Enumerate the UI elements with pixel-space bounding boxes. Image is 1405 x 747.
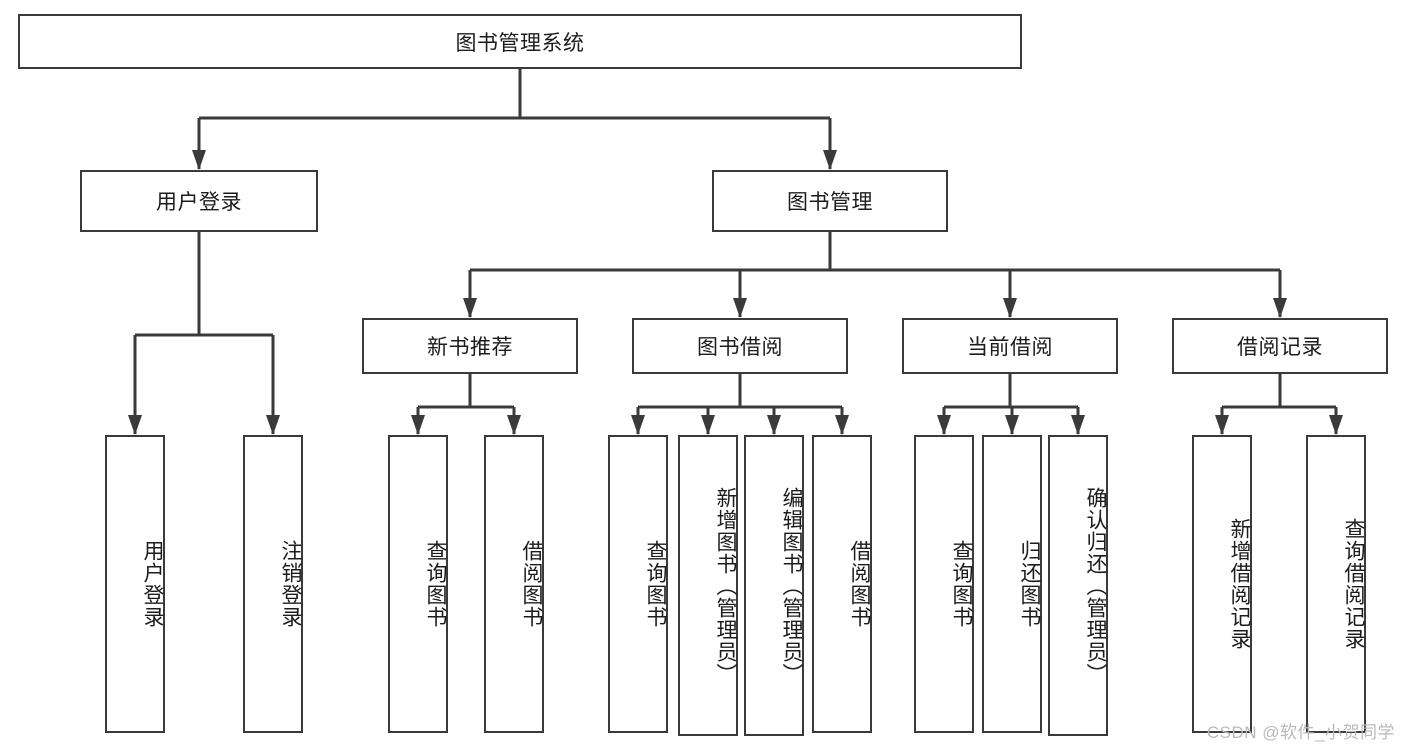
arrowhead	[266, 415, 280, 435]
node-label: 借阅图书	[848, 540, 871, 628]
arrowhead	[463, 298, 477, 318]
arrowhead	[1071, 415, 1085, 435]
node-label: 新增借阅记录	[1228, 518, 1251, 650]
node-label: 用户登录	[141, 540, 164, 628]
node-label: 新增图书（管理员）	[714, 486, 737, 685]
node-b2[interactable]: 新增图书（管理员）	[678, 435, 738, 736]
node-n2[interactable]: 借阅图书	[484, 435, 544, 733]
arrowhead	[733, 298, 747, 318]
node-c1[interactable]: 查询图书	[914, 435, 974, 733]
arrowhead	[631, 415, 645, 435]
node-label: 用户登录	[156, 191, 242, 214]
node-l2[interactable]: 注销登录	[243, 435, 303, 733]
arrowhead	[823, 150, 837, 170]
node-n1[interactable]: 查询图书	[388, 435, 448, 733]
arrowhead	[1273, 298, 1287, 318]
node-b3[interactable]: 编辑图书（管理员）	[744, 435, 804, 736]
node-c3[interactable]: 确认归还（管理员）	[1048, 435, 1108, 736]
node-r2[interactable]: 查询借阅记录	[1306, 435, 1366, 733]
node-label: 查询图书	[644, 540, 667, 628]
node-label: 编辑图书（管理员）	[780, 486, 803, 685]
arrowhead	[767, 415, 781, 435]
arrowhead	[1003, 298, 1017, 318]
node-label: 确认归还（管理员）	[1084, 486, 1107, 685]
node-b4[interactable]: 借阅图书	[812, 435, 872, 733]
node-borrow[interactable]: 图书借阅	[632, 318, 848, 374]
node-r1[interactable]: 新增借阅记录	[1192, 435, 1252, 733]
node-l1[interactable]: 用户登录	[105, 435, 165, 733]
node-label: 图书管理系统	[455, 31, 585, 55]
node-label: 新书推荐	[427, 336, 513, 359]
node-login[interactable]: 用户登录	[80, 170, 318, 232]
watermark-label: CSDN @软件_小贺同学	[1206, 723, 1395, 742]
node-label: 借阅图书	[520, 540, 543, 628]
node-label: 注销登录	[279, 540, 302, 628]
node-label: 当前借阅	[967, 336, 1053, 359]
node-label: 查询图书	[950, 540, 973, 628]
node-label: 图书借阅	[697, 336, 783, 359]
node-records[interactable]: 借阅记录	[1172, 318, 1388, 374]
arrowhead	[411, 415, 425, 435]
arrowhead	[1215, 415, 1229, 435]
arrowhead	[937, 415, 951, 435]
arrowhead	[507, 415, 521, 435]
node-b1[interactable]: 查询图书	[608, 435, 668, 733]
node-label: 查询借阅记录	[1342, 518, 1365, 650]
arrowhead	[128, 415, 142, 435]
arrowhead	[1329, 415, 1343, 435]
node-newbook[interactable]: 新书推荐	[362, 318, 578, 374]
arrowhead	[701, 415, 715, 435]
node-bookmgmt[interactable]: 图书管理	[712, 170, 948, 232]
node-label: 借阅记录	[1237, 336, 1323, 359]
node-label: 归还图书	[1018, 540, 1041, 628]
arrowhead	[192, 150, 206, 170]
node-c2[interactable]: 归还图书	[982, 435, 1042, 733]
node-root[interactable]: 图书管理系统	[18, 14, 1022, 69]
arrowhead	[835, 415, 849, 435]
arrowhead	[1005, 415, 1019, 435]
node-label: 图书管理	[787, 191, 873, 214]
node-current[interactable]: 当前借阅	[902, 318, 1118, 374]
node-label: 查询图书	[424, 540, 447, 628]
